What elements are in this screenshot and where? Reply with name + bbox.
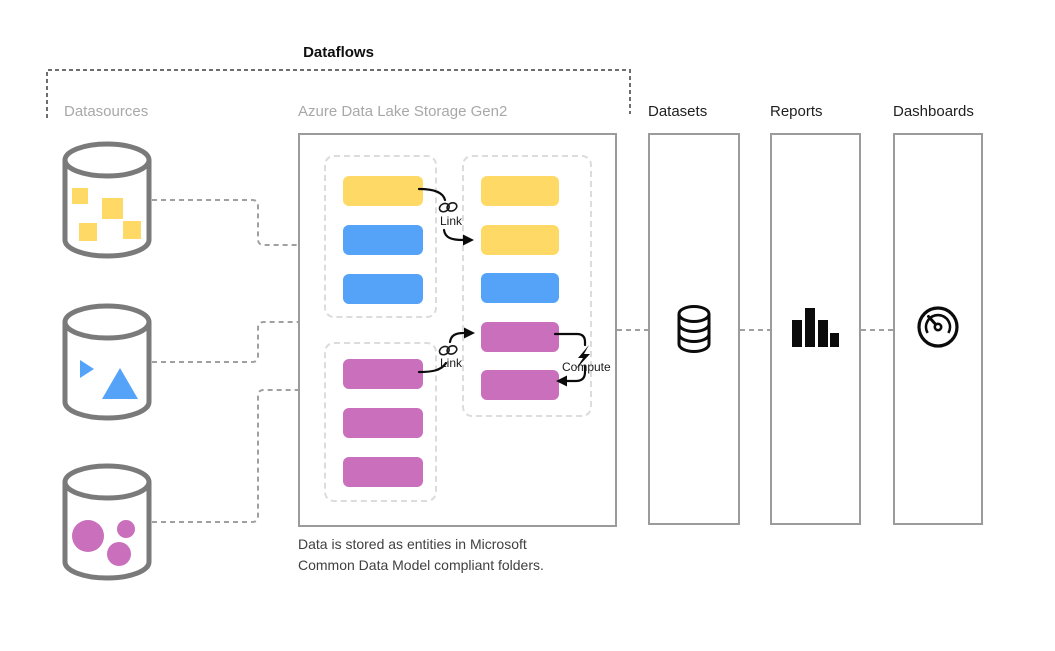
entity-bar-blue (481, 273, 559, 303)
azure-caption-line1: Data is stored as entities in Microsoft (298, 536, 527, 552)
entity-bar-magenta (343, 457, 423, 487)
datasource-cylinder-circles (62, 463, 152, 581)
azure-caption-line2: Common Data Model compliant folders. (298, 557, 544, 573)
entity-bar-magenta (481, 321, 559, 352)
link-top-label: Link (439, 214, 462, 228)
link-bottom-label: Link (439, 356, 462, 370)
datasources-label: Datasources (64, 103, 149, 120)
entity-bar-blue (343, 225, 423, 255)
azure-label: Azure Data Lake Storage Gen2 (298, 103, 508, 120)
bar-chart-icon (791, 308, 839, 347)
entity-bar-yellow (481, 176, 559, 206)
dataflows-title: Dataflows (303, 44, 374, 61)
entity-bar-yellow (343, 176, 423, 206)
connector-datasource2-azure (152, 321, 300, 363)
datasets-label: Datasets (648, 103, 708, 120)
entity-bar-magenta (343, 408, 423, 438)
dashboards-box (893, 133, 983, 525)
reports-label: Reports (770, 103, 823, 120)
yellow-squares-glyph (72, 188, 141, 241)
connector-datasource3-azure (152, 389, 300, 523)
datasets-box (648, 133, 740, 525)
dataflows-bracket (46, 69, 631, 118)
dashboards-label: Dashboards (893, 103, 974, 120)
compute-label: Compute (562, 360, 611, 374)
entity-group-staging-top (324, 155, 437, 318)
database-icon (677, 305, 711, 353)
gauge-icon (917, 306, 959, 348)
entity-bar-blue (343, 274, 423, 304)
connector-datasource1-azure (152, 199, 300, 246)
azure-caption: Data is stored as entities in Microsoft … (298, 534, 544, 576)
datasource-cylinder-triangles (62, 303, 152, 421)
datasource-cylinder-squares (62, 141, 152, 259)
reports-box (770, 133, 861, 525)
entity-group-staging-bottom (324, 342, 437, 502)
azure-data-lake-box (298, 133, 617, 527)
magenta-circles-glyph (72, 520, 135, 566)
entity-group-model (462, 155, 592, 417)
entity-bar-yellow (481, 224, 559, 255)
entity-bar-magenta (343, 359, 423, 389)
entity-bar-magenta (481, 370, 559, 400)
blue-triangles-glyph (80, 360, 138, 399)
